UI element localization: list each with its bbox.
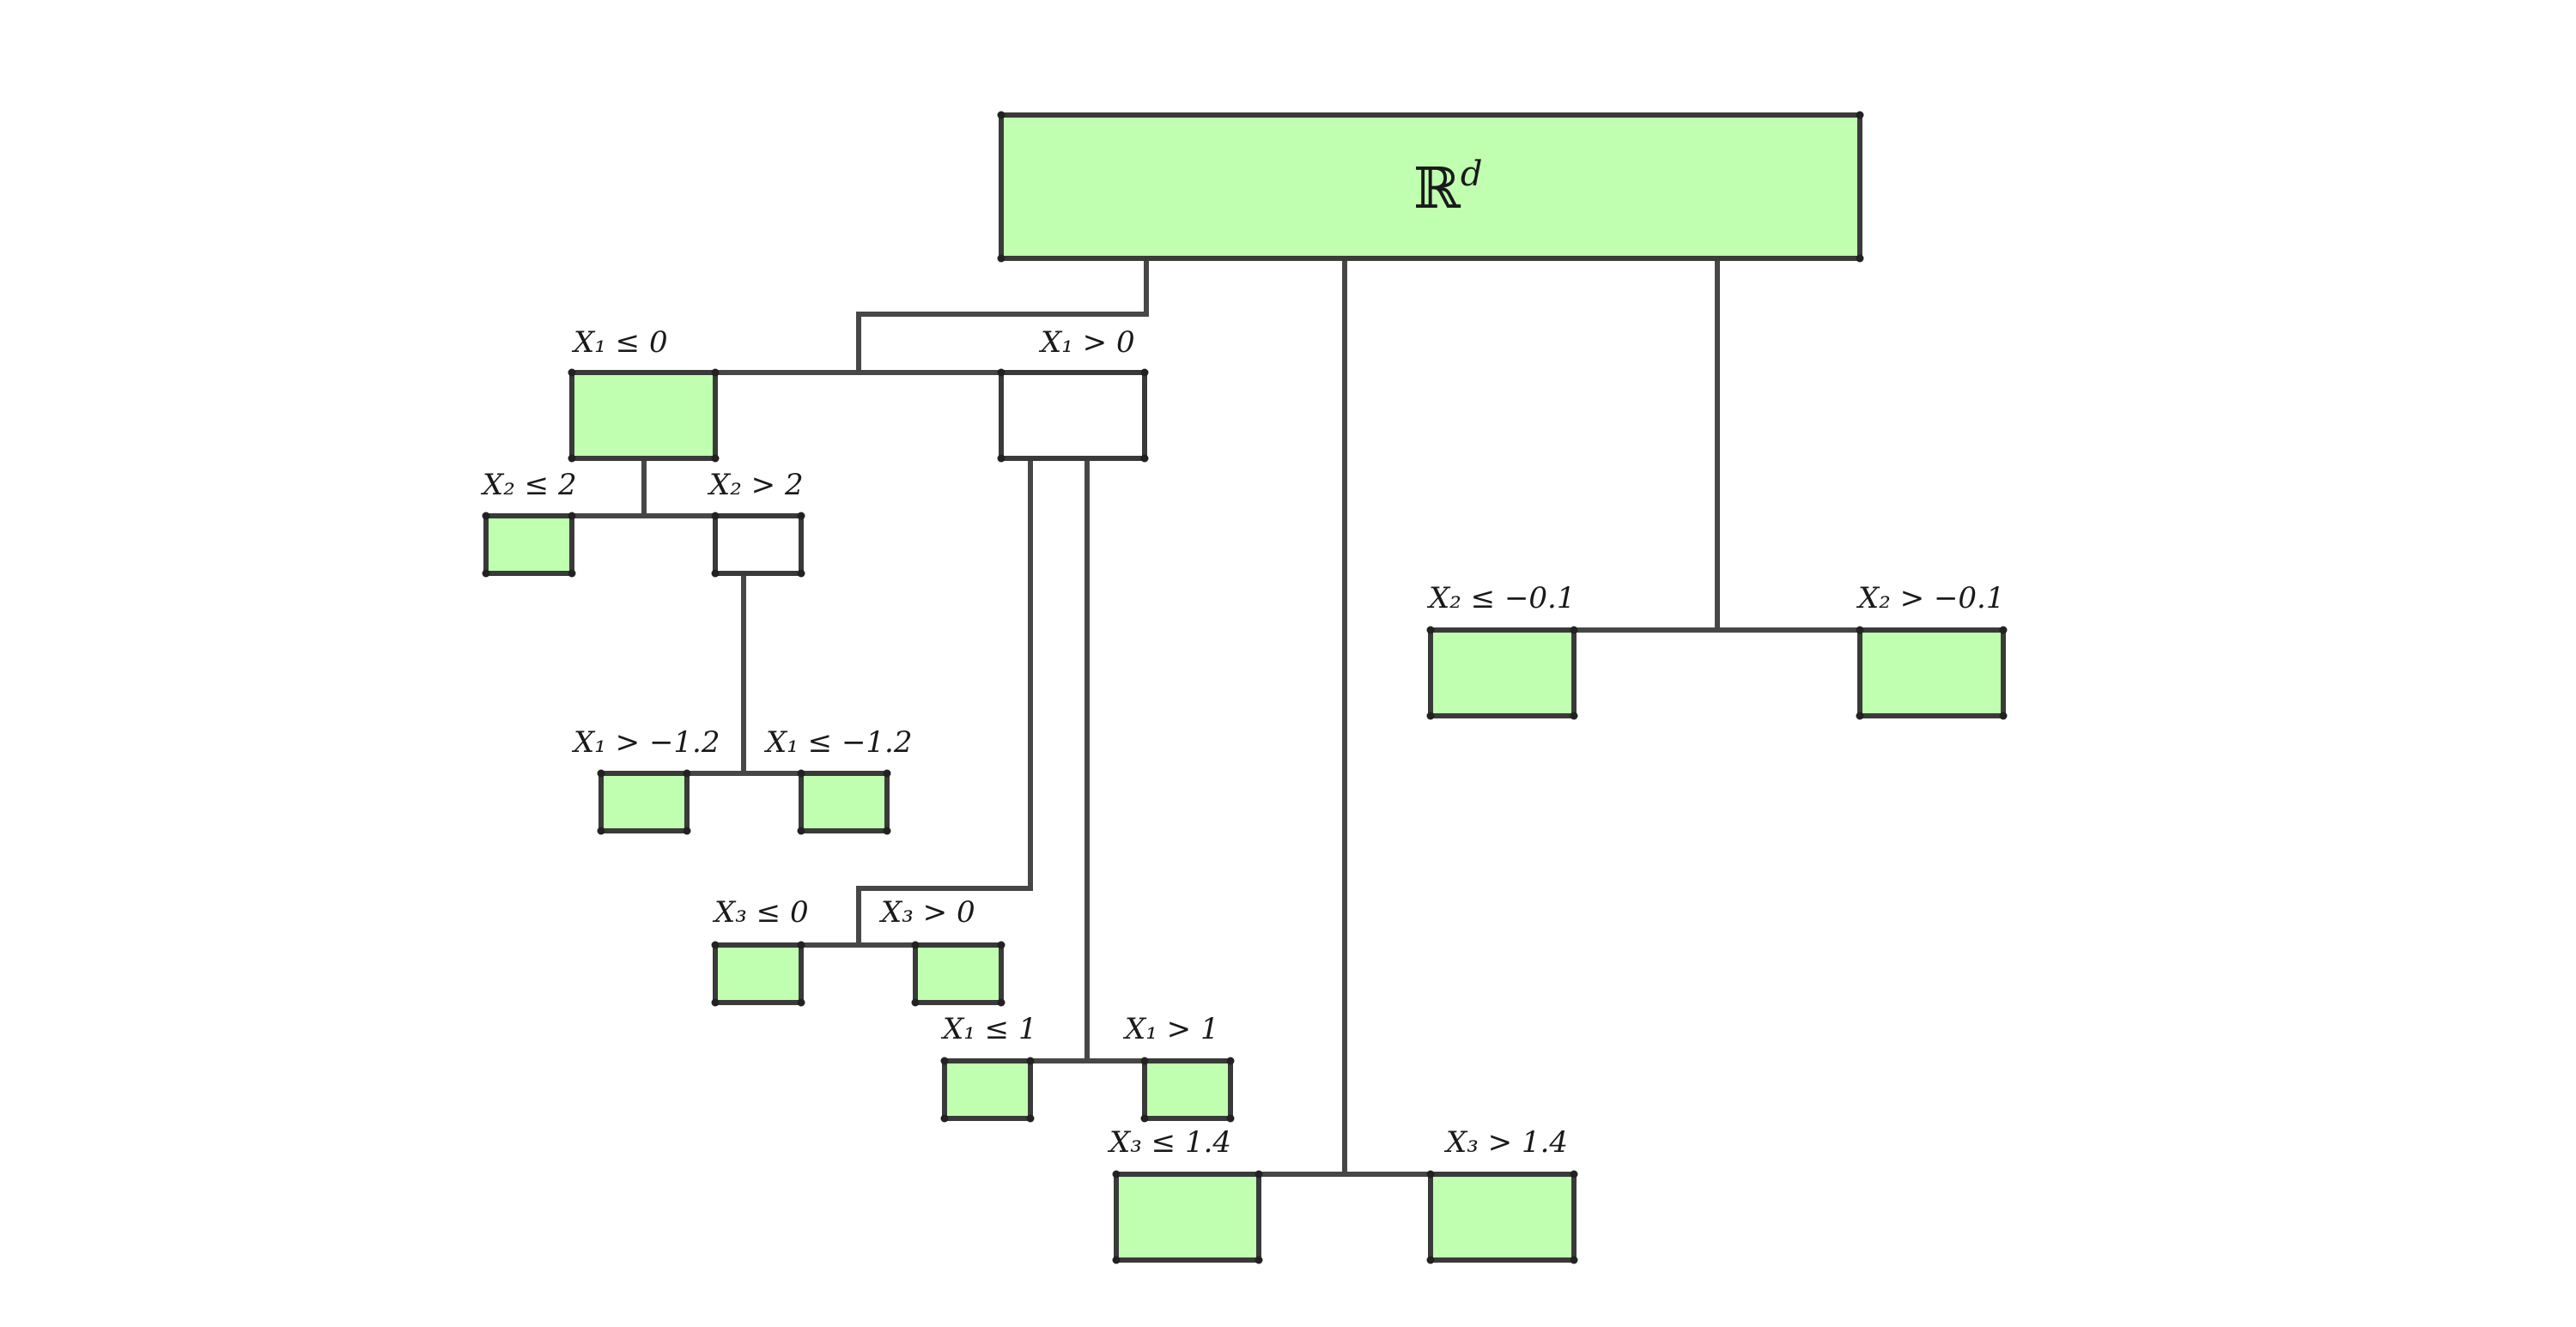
root-symbol: ℝ — [1413, 155, 1461, 221]
label-x2-le-2: X₂ ≤ 2 — [480, 468, 577, 502]
node-x2-gt-2 — [713, 513, 804, 576]
corner-dot — [997, 111, 1005, 119]
corner-dot — [883, 827, 891, 835]
label-x1-gt-m1.2: X₁ > −1.2 — [571, 725, 720, 760]
corner-dot — [711, 454, 720, 463]
label-x3-le-0: X₃ ≤ 0 — [712, 895, 809, 930]
corner-dot — [568, 512, 576, 520]
corner-dots — [482, 111, 2008, 1264]
corner-dot — [1856, 712, 1864, 720]
node-x2-le-m0.1 — [1428, 627, 1577, 718]
corner-dot — [797, 769, 805, 778]
label-x1-gt-1: X₁ > 1 — [1122, 1012, 1219, 1046]
corner-dot — [1226, 1057, 1235, 1065]
corner-dot — [683, 769, 691, 778]
corner-dot — [683, 827, 691, 835]
corner-dot — [1140, 1114, 1149, 1123]
node-x3-le-1.4 — [1114, 1172, 1261, 1263]
corner-dot — [1026, 1114, 1035, 1123]
edge-x1gt0-x3-split — [856, 458, 1033, 945]
corner-dot — [1856, 626, 1864, 634]
corner-dot — [797, 941, 805, 949]
label-x1-le-0: X₁ ≤ 0 — [571, 325, 668, 360]
corner-dot — [797, 569, 805, 578]
corner-dot — [1426, 712, 1435, 720]
corner-dot — [1255, 1256, 1263, 1264]
corner-dot — [482, 512, 490, 520]
corner-dot — [711, 512, 720, 520]
node-x1-gt-1 — [1142, 1058, 1233, 1121]
corner-dot — [1255, 1170, 1263, 1179]
corner-dot — [997, 254, 1005, 263]
corner-dot — [1856, 111, 1864, 119]
corner-dot — [940, 1057, 949, 1065]
label-x2-gt-2: X₂ > 2 — [707, 468, 804, 502]
corner-dot — [1026, 1057, 1035, 1065]
corner-dot — [482, 569, 490, 578]
corner-dot — [1426, 626, 1435, 634]
corner-dot — [1999, 626, 2008, 634]
corner-dot — [568, 569, 576, 578]
corner-dot — [883, 769, 891, 778]
corner-dot — [1570, 712, 1578, 720]
corner-dot — [911, 998, 920, 1007]
corner-dot — [797, 998, 805, 1007]
corner-dot — [1426, 1256, 1435, 1264]
node-x1-le-0 — [569, 370, 718, 461]
corner-dot — [1426, 1170, 1435, 1179]
corner-dot — [797, 827, 805, 835]
label-x3-gt-0: X₃ > 0 — [878, 895, 975, 930]
corner-dot — [711, 941, 720, 949]
tree-edges — [572, 258, 1860, 1177]
corner-dot — [997, 998, 1005, 1007]
edge-root-x1-split — [856, 258, 1149, 373]
node-x1-le-1 — [942, 1058, 1033, 1121]
node-x1-le-m1.2 — [799, 771, 890, 833]
node-x2-le-2 — [483, 513, 574, 576]
node-x1-gt-m1.2 — [598, 771, 690, 833]
label-x3-gt-1.4: X₃ > 1.4 — [1443, 1125, 1568, 1160]
corner-dot — [1570, 1256, 1578, 1264]
corner-dot — [711, 368, 720, 377]
label-x2-gt-m0.1: X₂ > −0.1 — [1856, 581, 2005, 615]
corner-dot — [597, 827, 605, 835]
corner-dot — [1140, 1057, 1149, 1065]
label-x2-le-m0.1: X₂ ≤ −0.1 — [1426, 581, 1576, 615]
corner-dot — [597, 769, 605, 778]
corner-dot — [568, 454, 576, 463]
node-x3-le-0 — [713, 942, 804, 1005]
corner-dot — [1112, 1170, 1121, 1179]
corner-dot — [797, 512, 805, 520]
root-label: ℝd — [1413, 155, 1482, 221]
label-x1-le-1: X₁ ≤ 1 — [940, 1012, 1037, 1046]
root-superscript: d — [1461, 155, 1483, 194]
corner-dot — [711, 569, 720, 578]
corner-dot — [1999, 712, 2008, 720]
label-x1-gt-0: X₁ > 0 — [1038, 325, 1135, 360]
node-x3-gt-0 — [913, 942, 1004, 1005]
corner-dot — [997, 368, 1005, 377]
corner-dot — [940, 1114, 949, 1123]
corner-dot — [1140, 454, 1149, 463]
corner-dot — [911, 941, 920, 949]
node-x2-gt-m0.1 — [1857, 627, 2006, 718]
corner-dot — [1570, 1170, 1578, 1179]
corner-dot — [1140, 368, 1149, 377]
node-x1-gt-0 — [999, 370, 1147, 461]
corner-dot — [1226, 1114, 1235, 1123]
node-x3-gt-1.4 — [1428, 1172, 1577, 1263]
corner-dot — [1856, 254, 1864, 263]
corner-dot — [568, 368, 576, 377]
split-labels: ℝd X₁ ≤ 0 X₁ > 0 X₂ ≤ 2 X₂ > 2 X₁ > −1.2… — [480, 155, 2005, 1160]
label-x1-le-m1.2: X₁ ≤ −1.2 — [763, 725, 913, 760]
root-node — [999, 112, 1862, 261]
corner-dot — [997, 454, 1005, 463]
corner-dot — [1570, 626, 1578, 634]
tree-nodes — [483, 112, 2006, 1263]
corner-dot — [1112, 1256, 1121, 1264]
corner-dot — [711, 998, 720, 1007]
label-x3-le-1.4: X₃ ≤ 1.4 — [1107, 1125, 1231, 1160]
corner-dot — [997, 941, 1005, 949]
